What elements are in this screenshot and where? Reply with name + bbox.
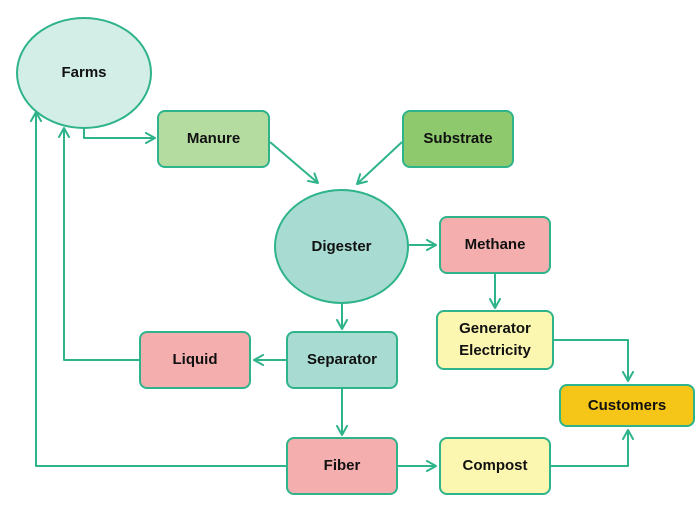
node-liquid: Liquid [139, 331, 251, 389]
edge-fiber-to-farms [30, 111, 286, 467]
node-digester-label: Digester [311, 237, 372, 255]
node-separator: Separator [286, 331, 398, 389]
node-fiber: Fiber [286, 437, 398, 495]
node-manure: Manure [157, 110, 270, 168]
node-substrate: Substrate [402, 110, 514, 168]
node-farms-label: Farms [61, 64, 107, 81]
node-digester: Digester [274, 189, 409, 304]
node-liquid-label: Liquid [172, 351, 218, 368]
edge-manure-to-digester [269, 141, 319, 184]
node-farms: Farms [16, 17, 152, 129]
node-separator-label: Separator [306, 351, 378, 368]
node-fiber-label: Fiber [323, 457, 361, 474]
node-customers: Customers [559, 384, 695, 427]
node-compost-label: Compost [462, 457, 528, 474]
node-methane-label: Methane [464, 236, 526, 253]
node-customers-label: Customers [587, 396, 667, 414]
edge-farms-to-manure [83, 129, 156, 144]
node-methane: Methane [439, 216, 551, 274]
node-substrate-label: Substrate [423, 130, 493, 147]
edge-compost-to-customers [551, 429, 634, 467]
node-generator-electricity-label: Generator Electricity [459, 320, 531, 359]
node-manure-label: Manure [186, 130, 241, 147]
edge-generator-to-customers [554, 339, 634, 382]
node-generator-electricity: Generator Electricity [436, 310, 554, 370]
edge-liquid-to-farms [58, 127, 139, 361]
edge-substrate-to-digester [356, 141, 403, 185]
node-compost: Compost [439, 437, 551, 495]
